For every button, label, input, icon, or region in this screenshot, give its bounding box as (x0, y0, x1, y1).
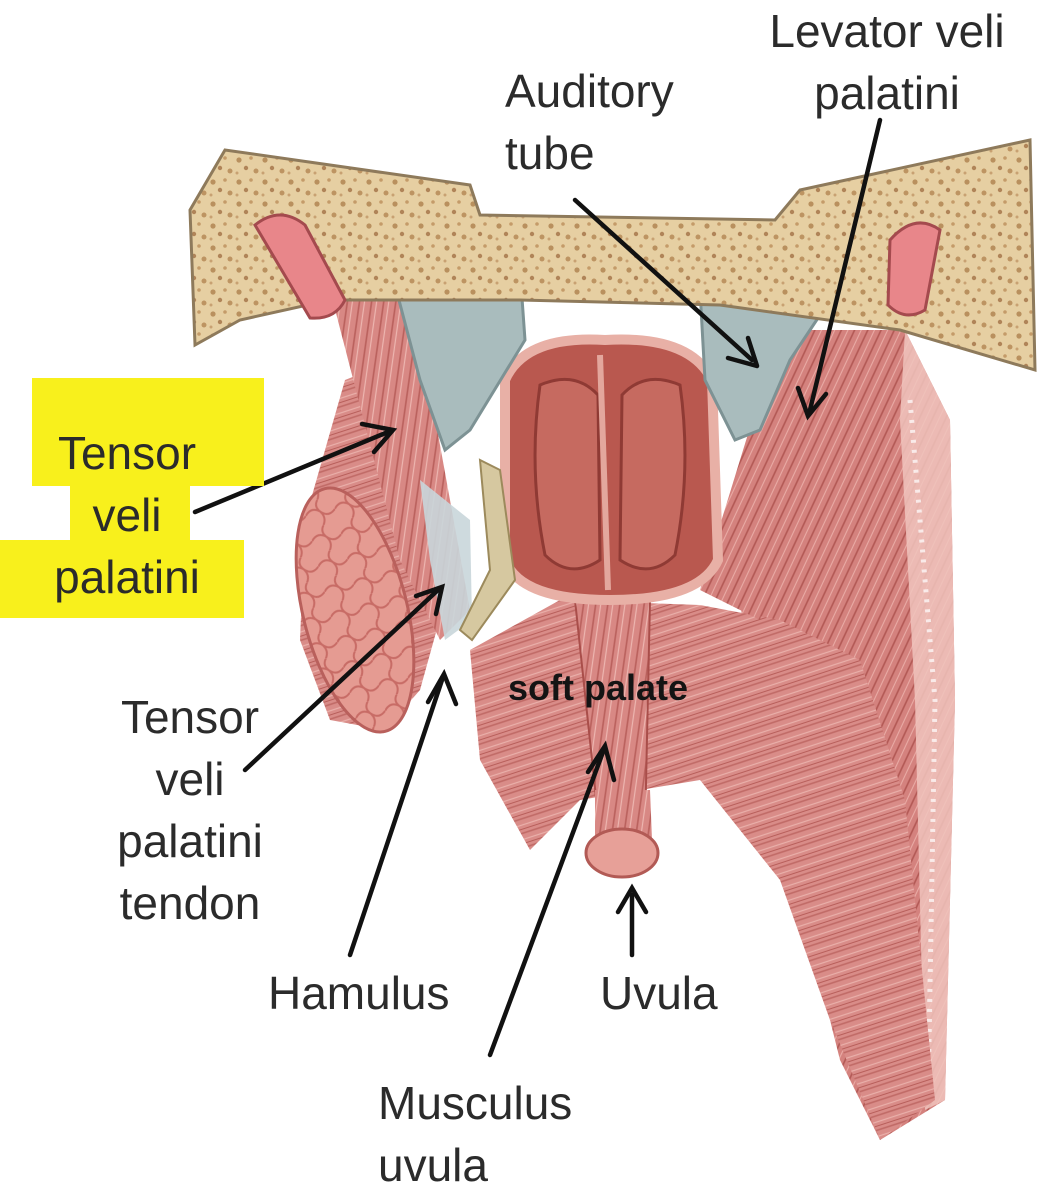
arrow-musculus-uvula (487, 740, 617, 1058)
highlight-band-bottom (0, 540, 244, 618)
label-auditory-tube: Auditory tube (505, 60, 725, 184)
tensor-veli-palatini-muscle (330, 280, 472, 640)
arrow-tensor-tendon (242, 583, 446, 773)
label-tensor-veli-palatini: Tensor veli palatini (42, 422, 212, 608)
highlight-band-top (32, 378, 264, 486)
label-tensor-line-3: palatini (54, 551, 200, 603)
uvula-structure (584, 790, 660, 879)
label-tendon-line-2: veli (155, 753, 225, 805)
label-levator-veli-palatini: Levator veli palatini (742, 0, 1032, 124)
label-musculus-line-2: uvula (378, 1139, 488, 1191)
label-tendon-line-3: palatini (117, 815, 263, 867)
hamulus-process (458, 458, 517, 642)
label-tensor-line-2: veli (92, 489, 162, 541)
label-musculus-line-1: Musculus (378, 1077, 573, 1129)
label-tensor-veli-palatini-tendon: Tensor veli palatini tendon (100, 686, 280, 934)
label-tendon-line-4: tendon (119, 877, 261, 929)
label-levator-line-1: Levator veli (769, 5, 1005, 57)
arrow-tensor (192, 421, 398, 515)
label-musculus-uvula: Musculus uvula (378, 1072, 572, 1196)
arrow-uvula (615, 883, 649, 958)
arrows (192, 117, 883, 1058)
label-soft-palate: soft palate (508, 667, 689, 708)
arrow-hamulus (347, 668, 459, 958)
label-tensor-line-1: Tensor (57, 427, 197, 479)
arrow-auditory-tube (572, 197, 760, 369)
label-auditory-line-1: Auditory (505, 65, 674, 117)
skull-base-bone (188, 138, 1037, 373)
highlight-band-middle (70, 486, 190, 542)
label-tendon-line-1: Tensor (120, 691, 260, 743)
label-uvula: Uvula (600, 967, 718, 1019)
arrow-levator (795, 117, 883, 421)
label-levator-line-2: palatini (814, 67, 960, 119)
choanae (500, 334, 724, 606)
label-auditory-line-2: tube (505, 127, 595, 179)
label-hamulus: Hamulus (268, 967, 450, 1019)
